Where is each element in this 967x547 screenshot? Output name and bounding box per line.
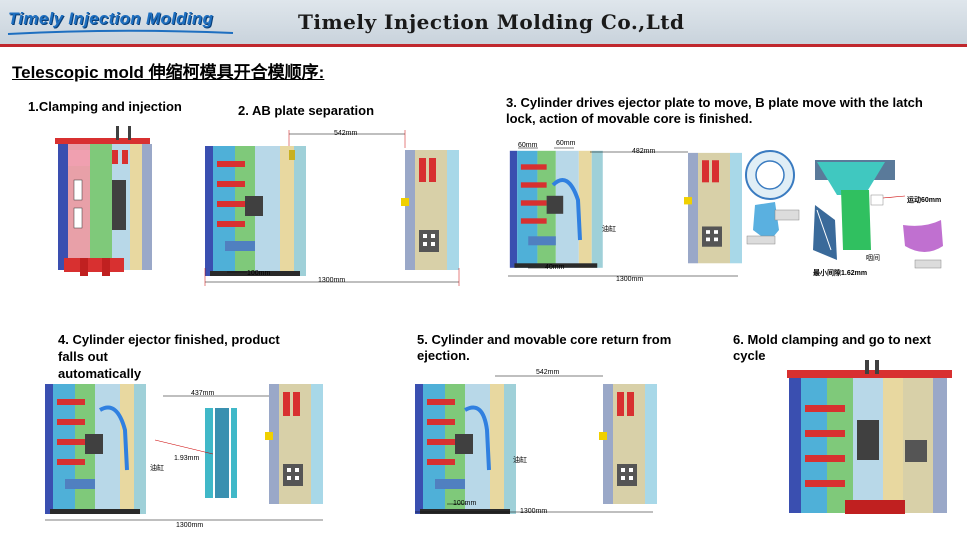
company-logo: Timely Injection Molding: [8, 9, 214, 28]
step-3-dim-b: 60mm: [556, 140, 576, 147]
step-2-dim-small: 100mm: [247, 270, 271, 277]
step-4-dim-top: 437mm: [191, 390, 215, 397]
step-3-detail-label-right: 咽间: [866, 255, 880, 262]
step-4-mold-diagram: [45, 384, 323, 521]
step-5-label: 5. Cylinder and movable core return from…: [417, 332, 672, 363]
step-6-mold-diagram: [787, 360, 952, 514]
step-3-mold-diagram: [508, 147, 742, 277]
step-4-dim-gap: 1.93mm: [174, 455, 200, 462]
step-3-dim-top: 482mm: [632, 148, 656, 155]
step-2-dim-top: 542mm: [334, 130, 358, 137]
step-5-mold-diagram: [415, 375, 657, 514]
step-1-label: 1.Clamping and injection: [28, 99, 182, 114]
step-4-dim-bottom: 1300mm: [176, 522, 204, 529]
step-2-dim-bottom: 1300mm: [318, 277, 346, 284]
step-3-dim-small: 40mm: [545, 264, 565, 271]
step-4-cylinder-label: 油缸: [150, 465, 164, 472]
step-4-label-line2: falls out: [58, 349, 108, 364]
step-3-label: 3. Cylinder drives ejector plate to move…: [506, 95, 923, 126]
step-4-label-line3: automatically: [58, 366, 142, 381]
step-6-label: 6. Mold clamping and go to next cycle: [733, 332, 931, 363]
step-3-detail-move: 运动60mm: [907, 197, 942, 204]
step-3-detail-min-gap: 最小间隙1.62mm: [813, 270, 868, 277]
step-3-cylinder-label: 油缸: [602, 226, 616, 233]
step-5-cylinder-label: 油缸: [513, 457, 527, 464]
header-divider: [0, 44, 967, 47]
step-3-dim-bottom: 1300mm: [616, 276, 644, 283]
page-title: Telescopic mold 伸缩柯模具开合模顺序:: [12, 63, 325, 82]
step-1-mold-diagram: [55, 126, 152, 276]
step-3-dim-a: 60mm: [518, 142, 538, 149]
header-banner: Timely Injection Molding Timely Injectio…: [0, 0, 967, 44]
step-5-dim-top: 542mm: [536, 369, 560, 376]
logo-swoosh-icon: [7, 29, 234, 35]
step-5-dim-bottom: 1300mm: [520, 508, 548, 515]
step-2-label: 2. AB plate separation: [238, 103, 375, 118]
company-name: Timely Injection Molding Co.,Ltd: [298, 10, 685, 34]
step-2-mold-diagram: [204, 130, 460, 286]
step-5-dim-small: 100mm: [453, 500, 477, 507]
step-3-detail-views: [745, 150, 943, 269]
step-4-label-line1: 4. Cylinder ejector finished, product: [58, 332, 280, 347]
